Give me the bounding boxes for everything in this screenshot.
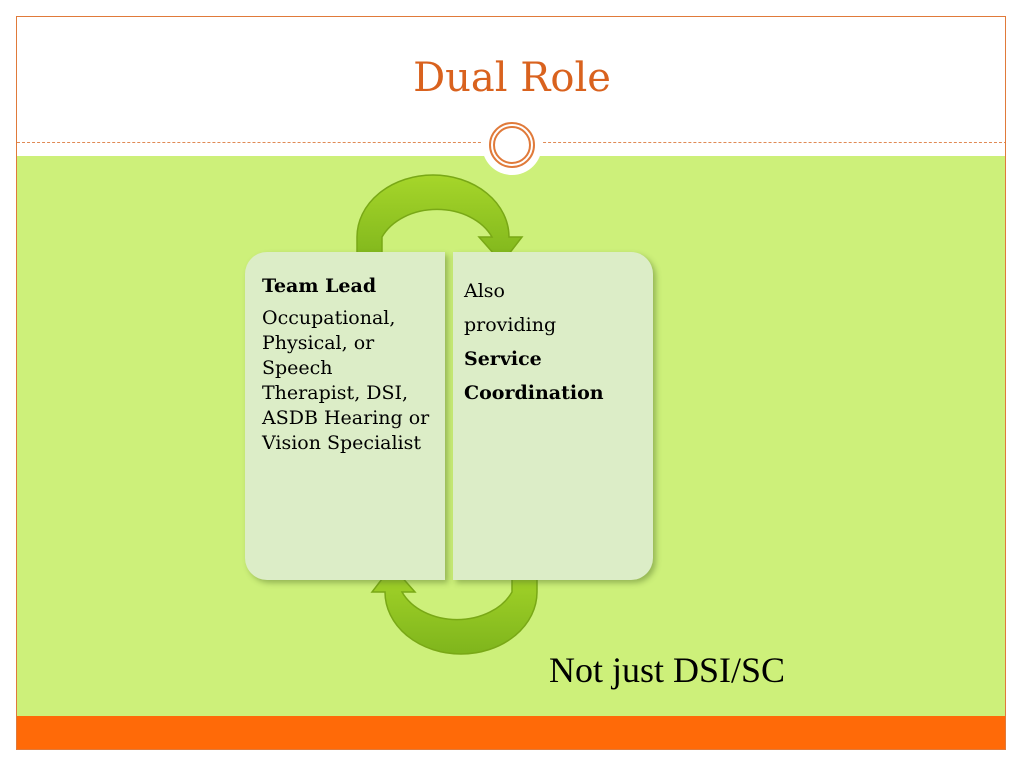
cycle-arrows [356,174,538,655]
ornament-outer-ring [489,122,535,168]
right-box-line-4: Coordination [464,382,604,404]
right-box-line-3: Service [464,348,542,370]
team-lead-heading: Team Lead [262,275,377,297]
top-cycle-arrow-icon [356,174,524,265]
slide: Dual Role Team Lead Occupational, Physic… [16,16,1006,750]
right-box-line-1: Also [464,280,505,302]
circle-ornament-icon [482,115,542,175]
footnote-text: Not just DSI/SC [549,650,786,690]
team-lead-description: Occupational, Physical, or Speech Therap… [262,307,430,454]
right-box-line-2: providing [464,314,557,336]
bottom-bar [17,716,1005,749]
bottom-cycle-arrow-icon [370,564,538,655]
slide-title: Dual Role [413,55,611,101]
ornament-inner-ring [493,126,531,164]
team-lead-box: Team Lead Occupational, Physical, or Spe… [245,252,445,580]
service-coordination-box: Also providing Service Coordination [453,252,653,580]
